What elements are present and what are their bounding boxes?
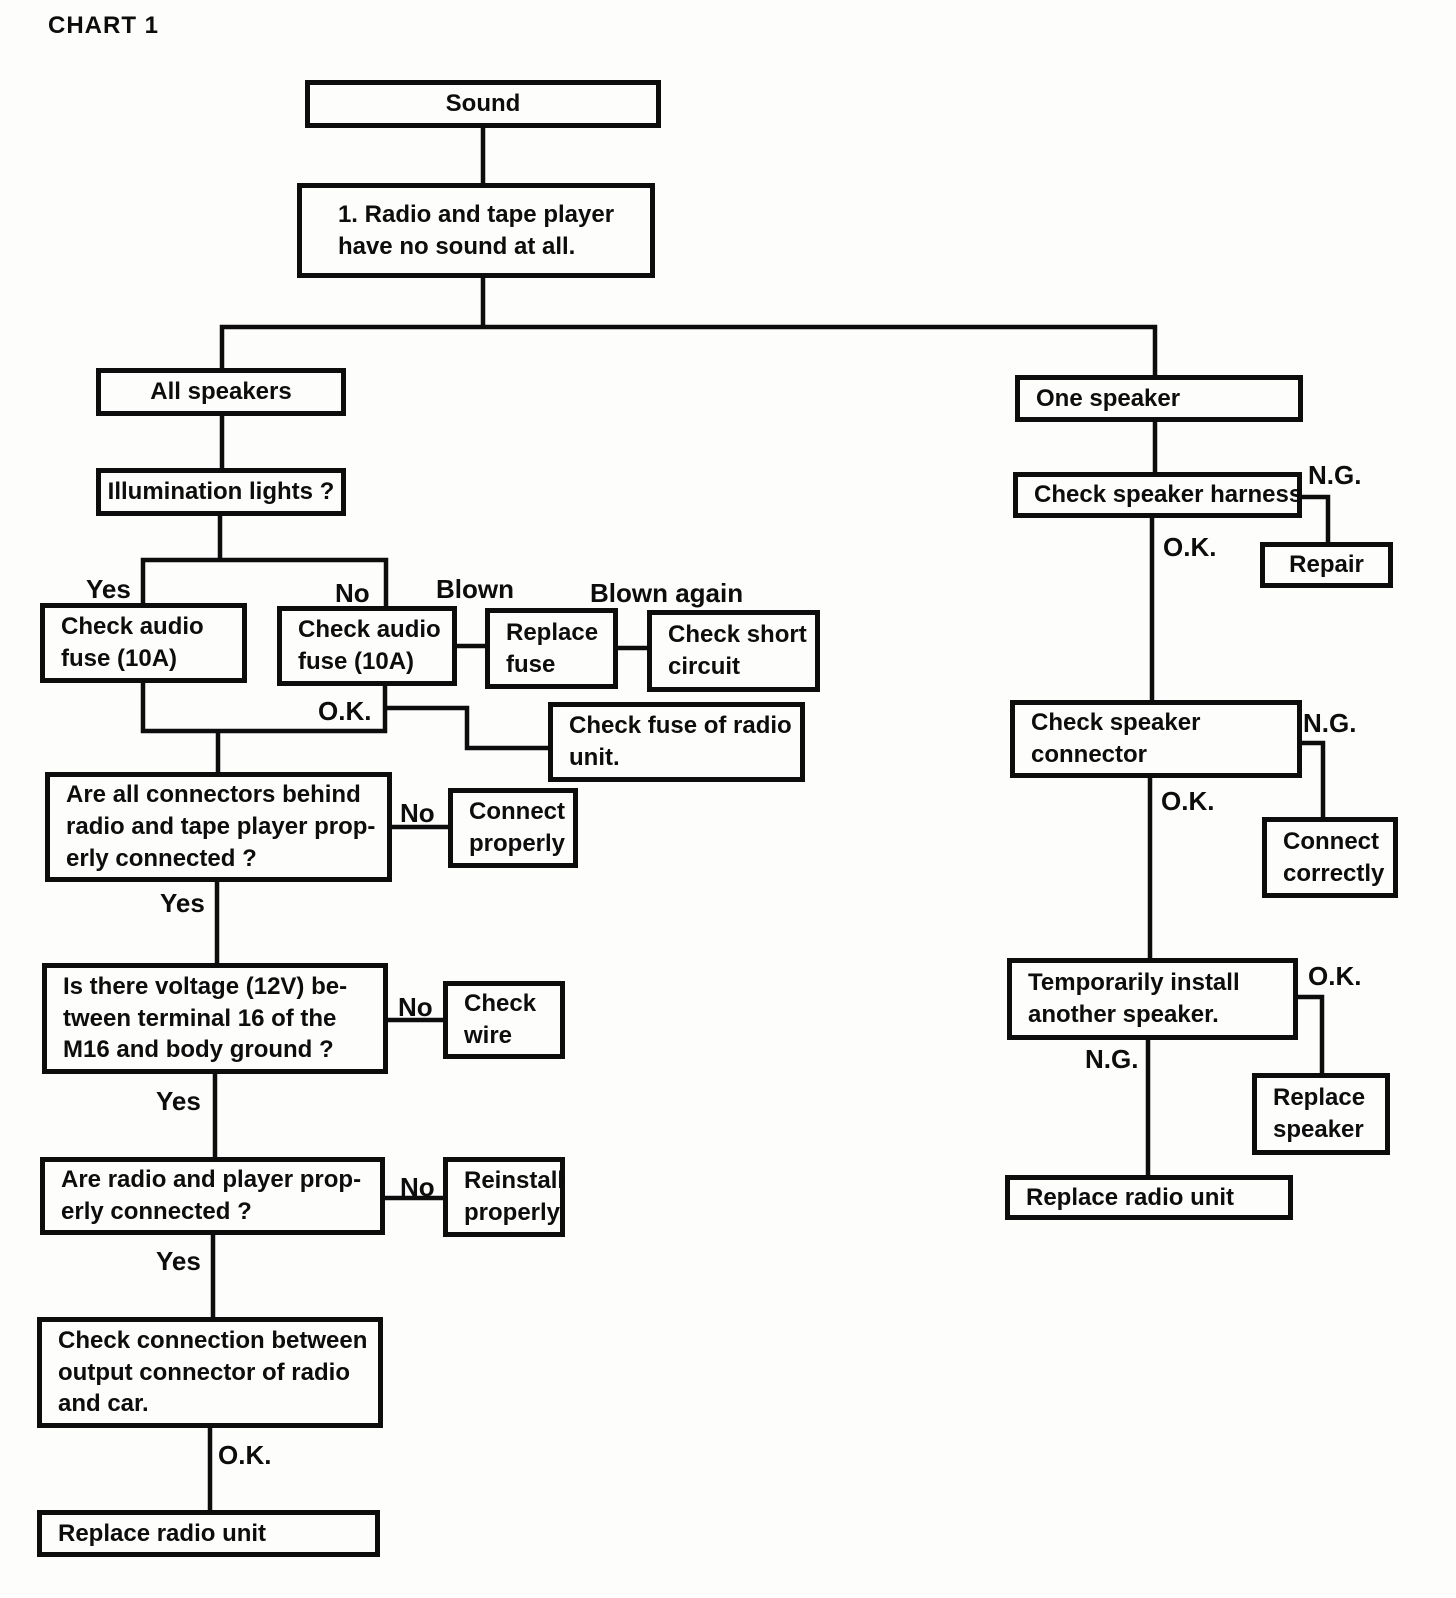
- flow-node-voltage-question: Is there voltage (12V) be- tween termina…: [42, 963, 388, 1074]
- flow-node-connect-correctly: Connect correctly: [1262, 817, 1398, 898]
- edge-label-blown: Blown: [436, 574, 514, 604]
- edge-label-blown-again: Blown again: [590, 578, 744, 608]
- flow-node-temporarily-install: Temporarily install another speaker.: [1007, 958, 1298, 1040]
- edge-label-ok-temporarily: O.K.: [1308, 961, 1362, 991]
- connector-line: [1300, 494, 1331, 545]
- flow-node-connect-properly: Connect properly: [448, 788, 578, 868]
- flow-node-sound: Sound: [305, 80, 661, 128]
- connector-line: [1296, 994, 1325, 1076]
- edge-label-no-radio-player: No: [400, 1172, 435, 1202]
- flow-node-check-wire: Check wire: [443, 981, 565, 1059]
- flow-node-radio-player-question: Are radio and player prop- erly connecte…: [40, 1157, 385, 1235]
- edge-label-no-illumination: No: [335, 578, 370, 608]
- edge-label-no-connectors: No: [400, 798, 435, 828]
- edge-label-yes-voltage: Yes: [156, 1086, 201, 1116]
- edge-label-ok-connection: O.K.: [218, 1440, 272, 1470]
- connector-line: [140, 557, 389, 616]
- flow-node-replace-radio-left: Replace radio unit: [37, 1510, 380, 1557]
- edge-label-ng-connector: N.G.: [1303, 708, 1357, 738]
- flow-node-all-speakers: All speakers: [96, 368, 346, 416]
- flow-node-check-audio-fuse-yes: Check audio fuse (10A): [40, 603, 247, 683]
- edge-label-ok-fuse: O.K.: [318, 696, 372, 726]
- flow-node-replace-fuse: Replace fuse: [485, 608, 618, 689]
- chart-title: CHART 1: [48, 12, 160, 39]
- flow-node-check-short-circuit: Check short circuit: [647, 610, 820, 692]
- connector-line: [219, 324, 1158, 378]
- flow-node-illumination-lights: Illumination lights ?: [96, 468, 346, 516]
- connector-line: [385, 705, 550, 751]
- flow-node-check-fuse-radio-unit: Check fuse of radio unit.: [548, 702, 805, 782]
- flow-node-problem-1: 1. Radio and tape player have no sound a…: [297, 183, 655, 278]
- edge-label-ok-connector: O.K.: [1161, 786, 1215, 816]
- edge-label-yes-connectors: Yes: [160, 888, 205, 918]
- connector-line: [1300, 740, 1326, 820]
- edge-label-ng-harness: N.G.: [1308, 460, 1362, 490]
- flow-node-repair: Repair: [1260, 542, 1393, 588]
- flow-node-check-connection: Check connection between output connecto…: [37, 1317, 383, 1428]
- edge-label-ng-temporarily: N.G.: [1085, 1044, 1139, 1074]
- edge-label-ok-harness: O.K.: [1163, 532, 1217, 562]
- edge-label-no-voltage: No: [398, 992, 433, 1022]
- flow-node-replace-speaker: Replace speaker: [1252, 1073, 1390, 1155]
- flow-node-check-audio-fuse-no: Check audio fuse (10A): [277, 606, 457, 686]
- edge-label-yes-radio-player: Yes: [156, 1246, 201, 1276]
- flow-node-one-speaker: One speaker: [1015, 375, 1303, 422]
- edge-label-yes-illumination: Yes: [86, 574, 131, 604]
- flow-node-check-speaker-harness: Check speaker harness: [1013, 472, 1302, 518]
- flow-node-replace-radio-right: Replace radio unit: [1005, 1175, 1293, 1220]
- flow-node-check-speaker-connector: Check speaker connector: [1010, 700, 1302, 778]
- flow-node-reinstall-properly: Reinstall properly: [443, 1157, 565, 1237]
- flow-node-connectors-question: Are all connectors behind radio and tape…: [45, 772, 392, 882]
